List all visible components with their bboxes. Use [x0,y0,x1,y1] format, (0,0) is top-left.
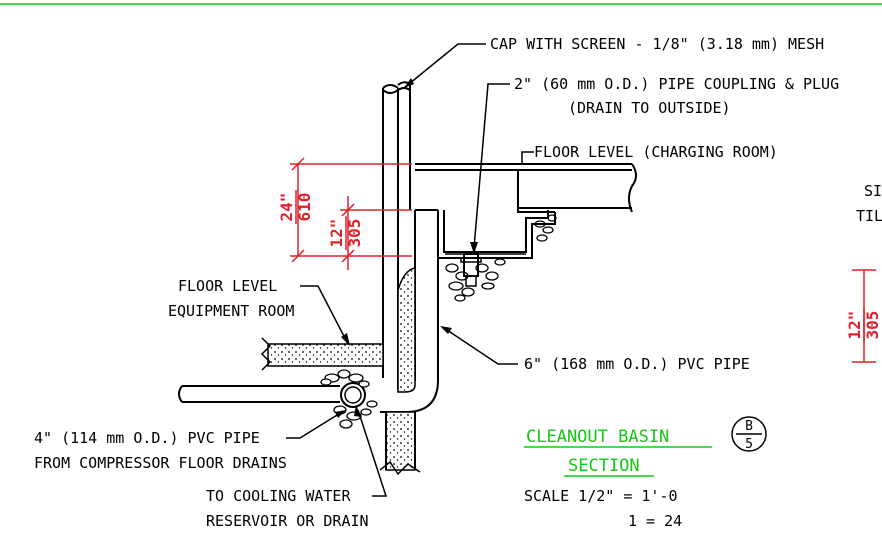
dim-12-inch: 12" [327,219,346,248]
dim-24-inch: 24" [277,193,296,222]
dim-610-mm: 610 [295,193,314,222]
leader-lines [286,43,534,497]
label-six-inch-pipe: 6" (168 mm O.D.) PVC PIPE [524,355,750,373]
dim-right-inch: 12" [845,311,864,340]
title-cleanout-basin: CLEANOUT BASIN [526,427,669,447]
scale-text: SCALE 1/2" = 1'-0 [524,487,678,505]
label-reservoir-drain: RESERVOIR OR DRAIN [206,512,369,530]
label-pipe-coupling: 2" (60 mm O.D.) PIPE COUPLING & PLUG [514,75,839,93]
label-cut-til: TIL [856,207,882,225]
equipment-room-floor-slab [260,337,384,371]
label-compressor-drains: FROM COMPRESSOR FLOOR DRAINS [34,454,287,472]
drain-coupling-plug [460,253,482,287]
dim-305-mm: 305 [345,219,364,248]
label-floor-equipment-2: EQUIPMENT ROOM [168,302,294,320]
title-section: SECTION [568,456,640,476]
label-cooling-water: TO COOLING WATER [206,487,351,505]
label-floor-charging: FLOOR LEVEL (CHARGING ROOM) [534,143,778,161]
label-cut-si: SI [864,182,882,200]
label-drain-outside: (DRAIN TO OUTSIDE) [568,99,731,117]
label-four-inch-pipe: 4" (114 mm O.D.) PVC PIPE [34,429,260,447]
gravel-bed [320,214,557,429]
equipment-room-wall [379,267,421,476]
dim-right-mm: 305 [863,311,882,340]
scale-ratio: 1 = 24 [628,512,682,530]
dimension-lines [290,157,876,363]
detail-ref-bottom: 5 [745,437,753,452]
four-inch-pvc-pipe [178,382,366,408]
label-floor-equipment-1: FLOOR LEVEL [178,277,277,295]
charging-room-slab [415,163,637,259]
label-cap-screen: CAP WITH SCREEN - 1/8" (3.18 mm) MESH [490,35,824,53]
detail-callout-bubble: B 5 [731,416,767,452]
detail-ref-top: B [745,419,753,434]
